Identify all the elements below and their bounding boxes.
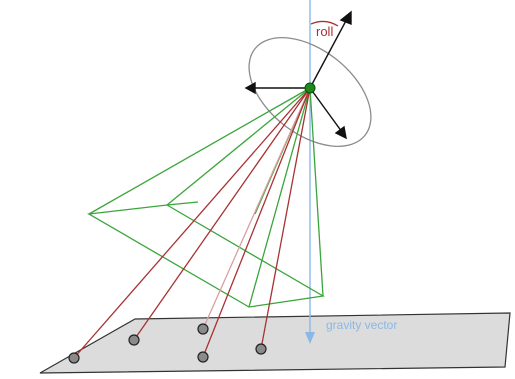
camera-frustum (86, 87, 325, 308)
roll-label: roll (316, 24, 333, 39)
camera-center-dot (304, 82, 316, 94)
ground-plane (39, 312, 511, 374)
gravity-arrowhead (305, 332, 315, 344)
ground-point (197, 351, 209, 363)
ground-point (128, 334, 140, 346)
camera-axes (244, 10, 352, 140)
ground-point (255, 343, 267, 355)
roll-arc (310, 20, 339, 27)
ground-point (68, 352, 80, 364)
gravity-vector-label: gravity vector (326, 318, 397, 332)
projection-rays (73, 87, 311, 359)
ground-points (68, 323, 267, 364)
ground-point (197, 323, 209, 335)
